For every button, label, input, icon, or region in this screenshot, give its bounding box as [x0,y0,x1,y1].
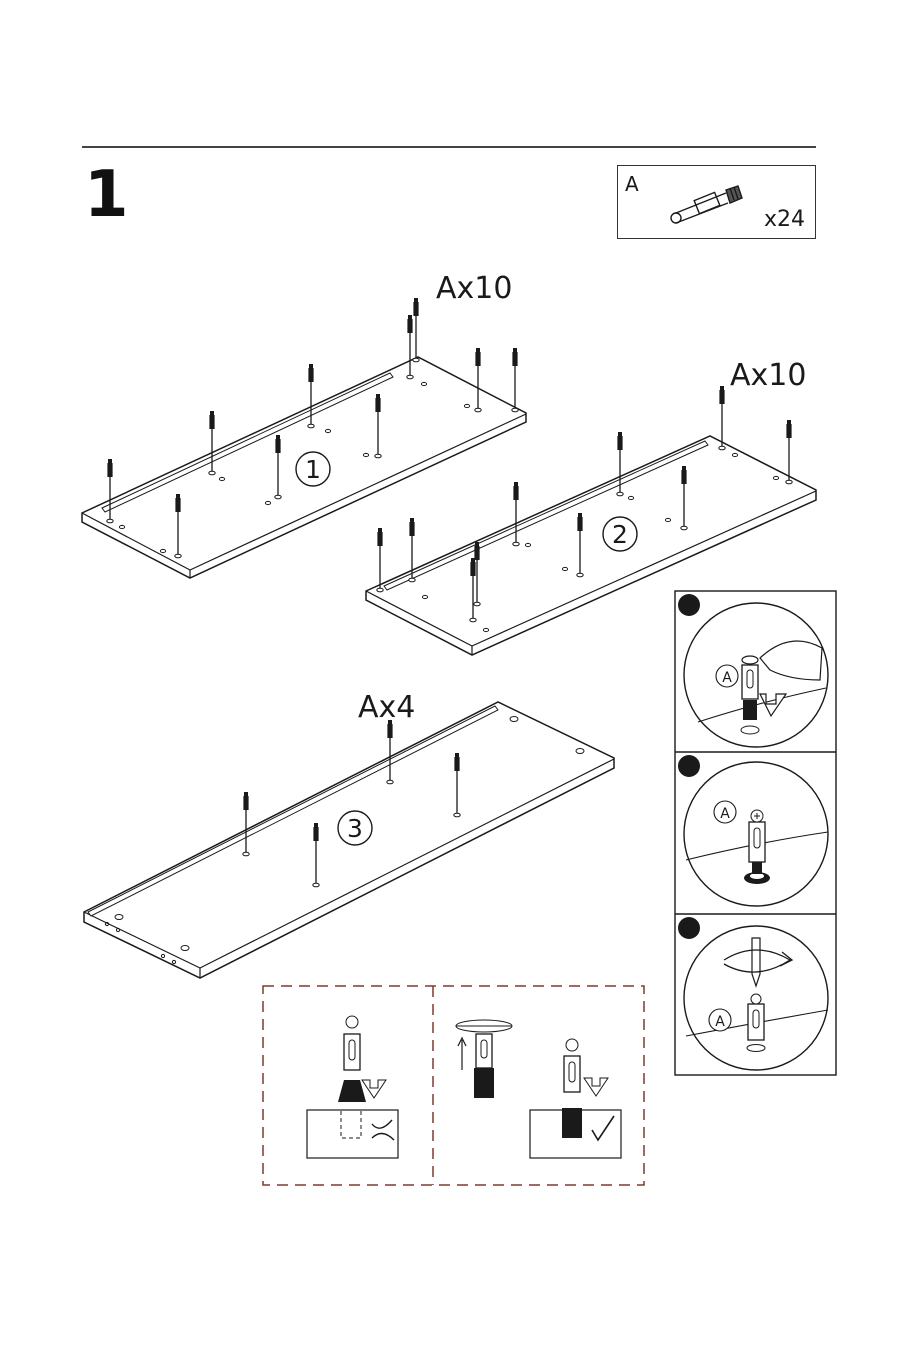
step-marker-3 [678,917,700,939]
incorrect-example [307,1016,398,1158]
step-marker-1 [678,594,700,616]
panel-3-number-badge: 3 [338,811,372,845]
panel-2-number-badge: 2 [603,517,637,551]
detail-1-part-label: A [722,670,732,686]
correct-example [456,1020,621,1158]
panel-3: 3 Ax4 [84,690,614,978]
panel-2-number: 2 [612,520,628,549]
panel-1: 1 Ax10 [82,271,526,578]
panel-3-callout: Ax4 [358,690,415,725]
detail-steps: A A [675,591,836,1075]
panel-1-number-badge: 1 [296,452,330,486]
correct-incorrect-panel [263,986,644,1185]
detail-2-part-label: A [720,806,730,822]
step-marker-2 [678,755,700,777]
panel-1-number: 1 [305,455,321,484]
panel-3-number: 3 [347,814,363,843]
detail-3-part-label: A [715,1014,725,1030]
panel-2-callout: Ax10 [730,358,806,393]
panel-1-callout: Ax10 [436,271,512,306]
